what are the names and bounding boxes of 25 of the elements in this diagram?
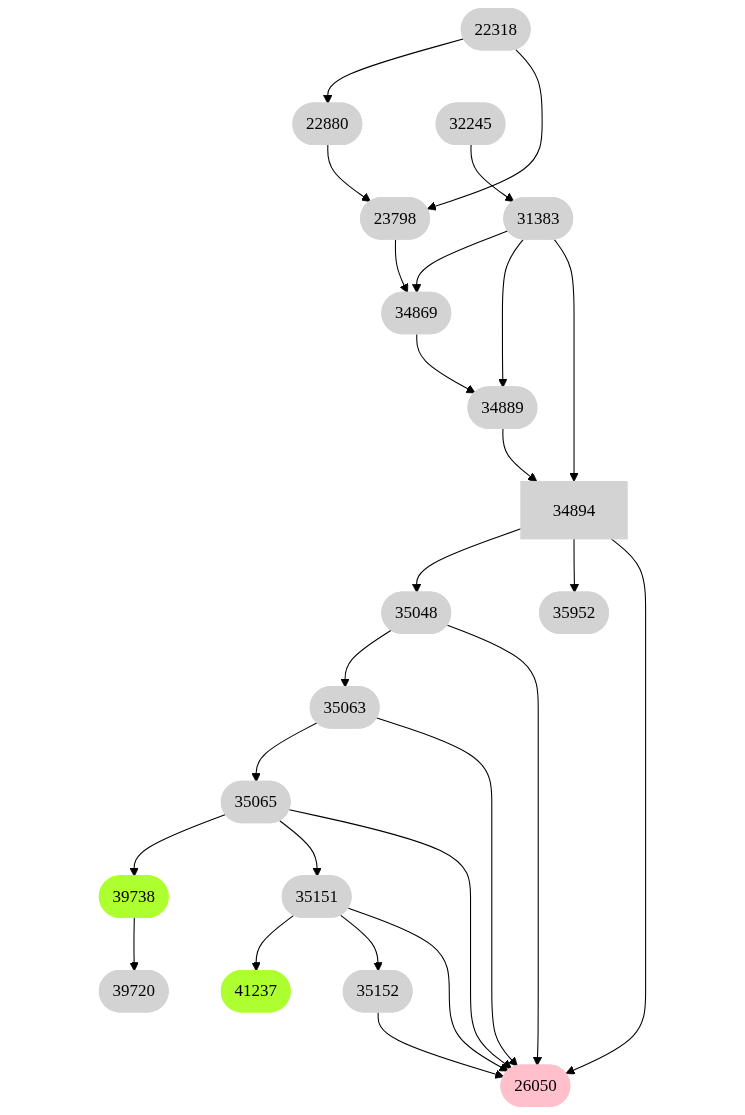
arrow [251,722,318,783]
arrow [347,907,509,1072]
arrow [251,914,295,972]
arrow [502,428,538,482]
arrow [446,624,543,1066]
arrow [470,144,515,202]
arrow [426,49,543,211]
arrow [569,538,580,593]
arrow [340,629,392,688]
arrow [416,333,476,394]
arrow [565,538,647,1075]
arrow [394,239,409,294]
arrow [553,239,579,482]
arrow [279,820,322,877]
arrow [129,917,139,972]
node-box: 34894 [520,480,628,540]
arrow [376,717,518,1067]
arrow [377,1011,505,1079]
arrow [327,144,372,202]
arrow [323,38,465,105]
arrow [129,813,227,877]
arrow [288,809,512,1069]
arrow [340,914,383,972]
arrow [411,230,509,294]
arrow [498,239,524,388]
